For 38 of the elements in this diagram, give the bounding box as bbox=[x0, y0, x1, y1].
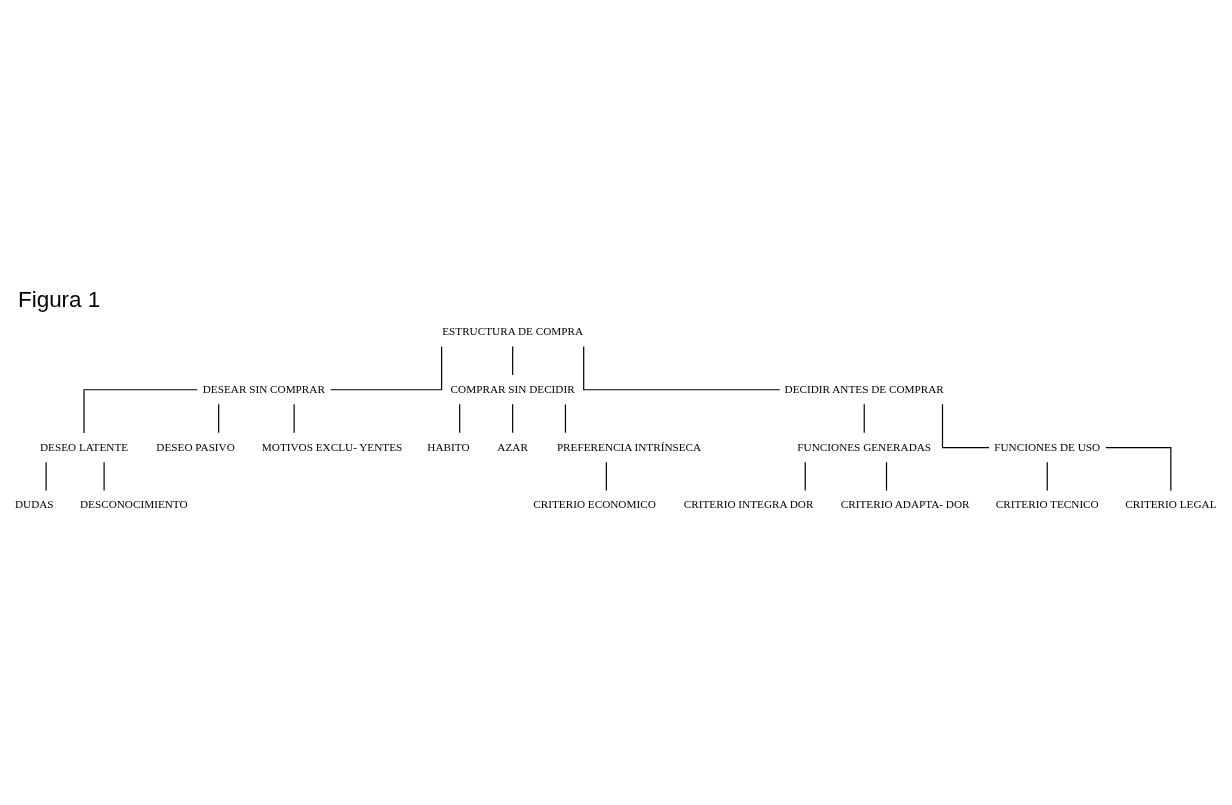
connector bbox=[459, 403, 461, 433]
node-text: DUDAS bbox=[14, 497, 54, 510]
connector bbox=[293, 403, 295, 433]
node-text: CRITERIO INTEGRA DOR bbox=[683, 497, 814, 510]
connector bbox=[218, 403, 220, 433]
connector bbox=[885, 461, 888, 491]
diagram-title: Figura 1 bbox=[17, 286, 101, 312]
node-text: ESTRUCTURA DE COMPRA bbox=[442, 324, 584, 337]
node-text: DESEAR SIN COMPRAR bbox=[202, 382, 325, 395]
node-text: CRITERIO ADAPTA- DOR bbox=[840, 497, 970, 510]
node-text: PREFERENCIA INTRÍNSECA bbox=[556, 440, 702, 453]
connector bbox=[804, 461, 806, 491]
node-text: AZAR bbox=[497, 440, 528, 453]
node-text: CRITERIO ECONOMICO bbox=[533, 497, 656, 510]
connector bbox=[512, 345, 514, 376]
connector bbox=[103, 461, 105, 491]
connector bbox=[863, 403, 865, 433]
node-text: CRITERIO TECNICO bbox=[995, 497, 1099, 510]
connector bbox=[605, 461, 607, 491]
connector bbox=[1105, 446, 1172, 491]
node-text: DECIDIR ANTES DE COMPRAR bbox=[784, 382, 944, 395]
connector bbox=[564, 403, 567, 433]
connector bbox=[83, 388, 198, 434]
node-text: DESEO LATENTE bbox=[39, 440, 129, 453]
node-text: DESEO PASIVO bbox=[156, 440, 235, 453]
connector bbox=[1046, 461, 1048, 491]
node-text: CRITERIO LEGAL bbox=[1125, 497, 1217, 510]
connector bbox=[45, 461, 47, 491]
connector bbox=[329, 345, 443, 390]
node-text: DESCONOCIMIENTO bbox=[79, 497, 188, 510]
node-text: HABITO bbox=[427, 440, 470, 453]
node-text: FUNCIONES GENERADAS bbox=[797, 440, 932, 453]
node-text: MOTIVOS EXCLU- YENTES bbox=[261, 440, 403, 453]
node-text: COMPRAR SIN DECIDIR bbox=[450, 382, 575, 395]
node-text: FUNCIONES DE USO bbox=[994, 440, 1101, 453]
connector bbox=[941, 403, 990, 448]
connector bbox=[583, 345, 781, 390]
connector bbox=[512, 403, 514, 433]
